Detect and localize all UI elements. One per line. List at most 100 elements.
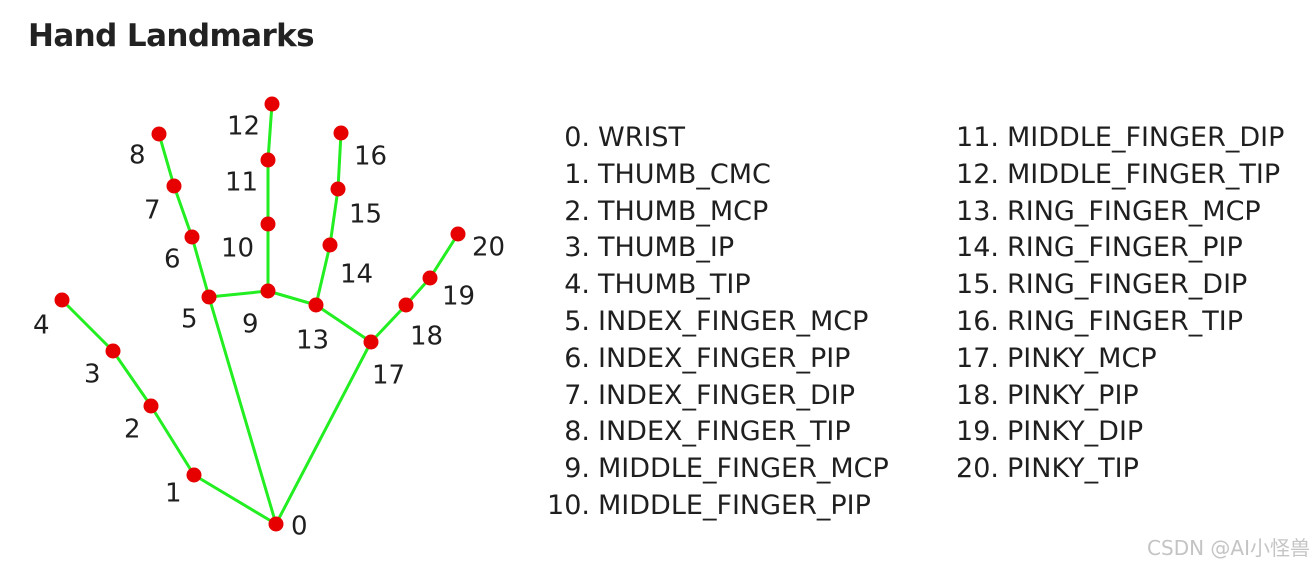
legend-item-number: 0. [564,122,590,153]
landmark-label-10: 10 [221,234,254,264]
legend-item-name: PINKY_MCP [1007,342,1157,374]
landmark-point-0 [268,516,284,532]
legend-item-name: INDEX_FINGER_TIP [598,416,851,448]
connection-5-9 [207,289,270,299]
watermark: CSDN @AI小怪兽 [1147,536,1310,560]
legend-item-11: 11. MIDDLE_FINGER_DIP [950,120,1312,157]
connection-7-8 [157,132,176,188]
connection-0-17 [274,340,373,526]
landmark-label-0: 0 [291,512,308,542]
landmark-point-15 [330,181,346,197]
landmark-point-3 [105,343,121,359]
legend-item-12: 12.MIDDLE_FINGER_TIP [950,157,1312,194]
connection-2-3 [111,349,153,408]
legend-item-name: THUMB_CMC [598,158,771,190]
legend-item-number: 19. [956,416,999,448]
landmark-label-20: 20 [472,233,505,263]
legend-item-20: 20.PINKY_TIP [950,451,1312,488]
landmark-point-8 [151,126,167,142]
landmark-label-15: 15 [349,200,382,230]
legend-item-number: 4. [564,269,590,301]
landmark-label-2: 2 [124,415,141,445]
page-title: Hand Landmarks [28,18,315,54]
legend-item-name: WRIST [598,122,686,153]
connection-17-18 [369,303,408,344]
legend-item-name: RING_FINGER_MCP [1007,195,1261,227]
legend-item-number: 9. [564,453,590,485]
legend-item-8: 8.INDEX_FINGER_TIP [540,414,920,451]
legend-item-7: 7.INDEX_FINGER_DIP [540,378,920,415]
connection-13-17 [314,303,373,344]
landmark-point-19 [422,270,438,286]
landmark-point-14 [322,237,338,253]
landmark-point-9 [260,283,276,299]
landmark-point-17 [363,334,379,350]
legend-item-6: 6.INDEX_FINGER_PIP [540,341,920,378]
landmark-label-5: 5 [181,305,198,335]
legend-item-number: 7. [564,379,590,411]
legend-item-name: THUMB_IP [598,232,735,264]
connection-1-2 [149,404,196,477]
landmark-point-18 [398,297,414,313]
legend-item-number: 14. [956,232,999,264]
legend-item-15: 15.RING_FINGER_DIP [950,267,1312,304]
landmark-legend-column-2: 11. MIDDLE_FINGER_DIP 12.MIDDLE_FINGER_TIP… [950,120,1312,488]
landmark-label-13: 13 [296,326,329,356]
landmark-point-20 [450,226,466,242]
legend-item-name: RING_FINGER_PIP [1007,232,1243,264]
legend-item-number: 2. [564,195,590,227]
legend-item-number: 20. [956,453,999,485]
legend-item-name: RING_FINGER_TIP [1007,305,1244,337]
legend-item-10: 10.MIDDLE_FINGER_PIP [540,488,920,525]
landmark-label-14: 14 [340,260,373,290]
landmark-point-5 [201,289,217,305]
legend-item-name: RING_FINGER_DIP [1007,269,1248,301]
landmark-point-16 [333,125,349,141]
connection-0-5 [207,295,278,526]
legend-item-2: 2.THUMB_MCP [540,194,920,231]
legend-item-name: PINKY_TIP [1007,453,1139,485]
connection-6-7 [172,184,194,239]
legend-item-3: 3.THUMB_IP [540,230,920,267]
connection-15-16 [336,131,343,191]
legend-item-name: PINKY_DIP [1007,416,1144,448]
landmark-point-10 [260,216,276,232]
connection-13-14 [314,243,332,307]
landmark-point-6 [184,229,200,245]
legend-item-name: INDEX_FINGER_DIP [598,379,855,411]
hand-landmark-points [54,96,466,532]
landmark-point-2 [143,398,159,414]
landmark-point-11 [260,152,276,168]
legend-item-number: 1. [564,158,590,190]
landmark-label-19: 19 [442,282,475,312]
legend-item-number: 10. [547,489,590,521]
legend-item-5: 5.INDEX_FINGER_MCP [540,304,920,341]
landmark-label-18: 18 [410,322,443,352]
landmark-label-7: 7 [144,196,161,226]
legend-item-4: 4.THUMB_TIP [540,267,920,304]
landmark-label-3: 3 [84,360,101,390]
landmark-point-13 [308,297,324,313]
connection-11-12 [266,102,274,162]
landmark-label-16: 16 [354,142,387,172]
connection-3-4 [60,298,115,353]
connection-0-1 [192,473,278,526]
connection-19-20 [428,232,460,280]
legend-item-17: 17.PINKY_MCP [950,341,1312,378]
legend-item-number: 13. [956,195,999,227]
legend-item-number: 18. [956,379,999,411]
connection-14-15 [328,187,340,247]
hand-connections [60,102,460,526]
legend-item-name: MIDDLE_FINGER_MCP [598,453,889,485]
legend-item-19: 19.PINKY_DIP [950,414,1312,451]
legend-item-number: 16. [956,305,999,337]
landmark-label-11: 11 [225,168,258,198]
legend-item-18: 18.PINKY_PIP [950,378,1312,415]
connection-9-13 [266,289,318,307]
legend-item-name: THUMB_MCP [598,195,769,227]
legend-item-number: 11. [956,122,999,153]
legend-item-name: THUMB_TIP [598,269,751,301]
legend-item-name: MIDDLE_FINGER_DIP [1007,122,1285,153]
